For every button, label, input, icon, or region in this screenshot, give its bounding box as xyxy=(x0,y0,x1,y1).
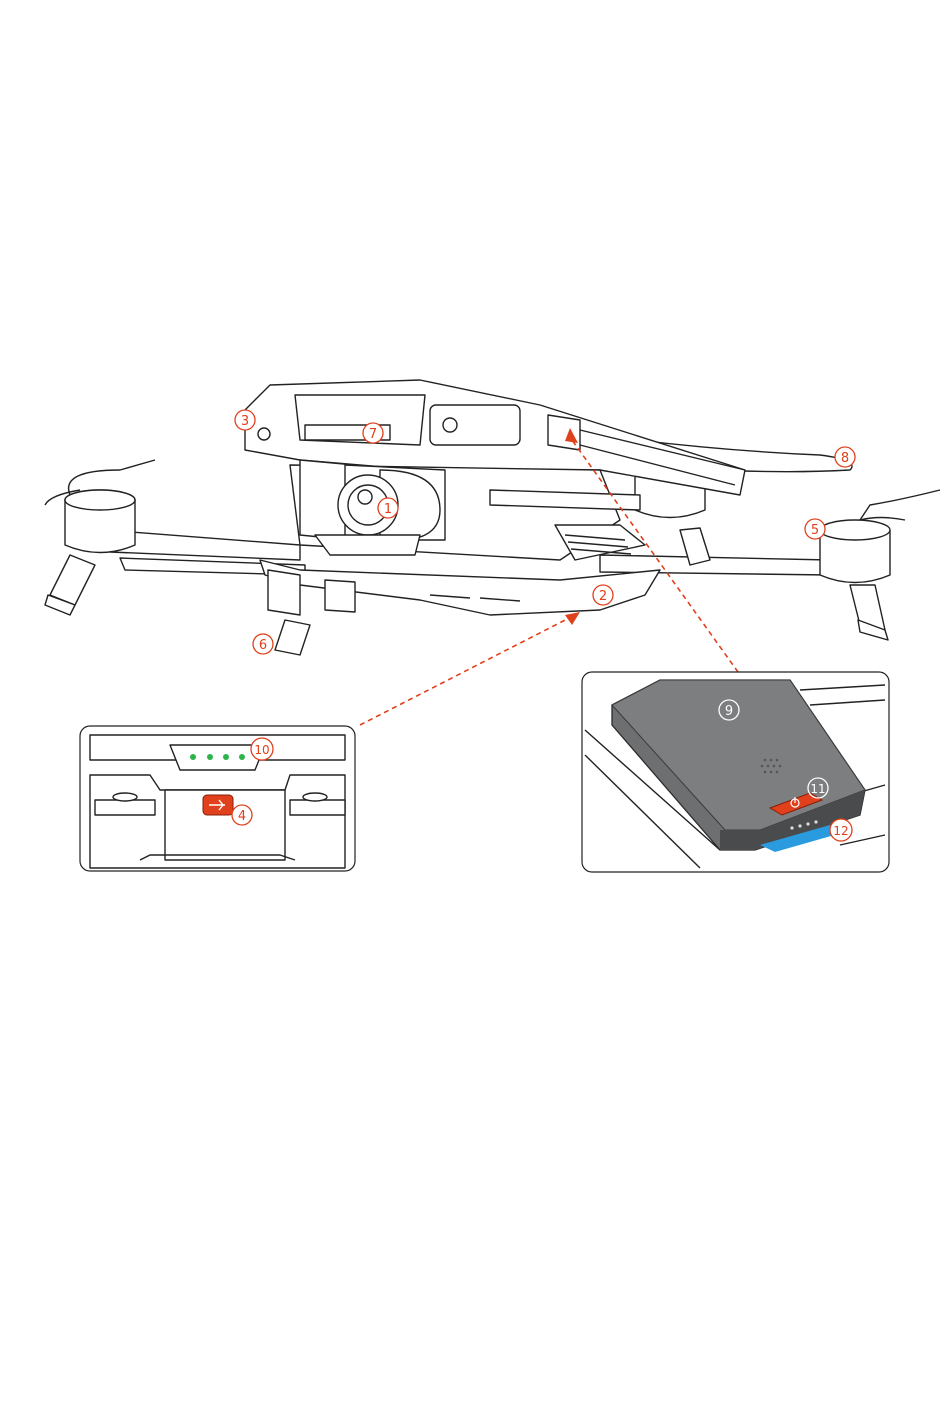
callout-10: 10 xyxy=(251,738,273,760)
callout-1: 1 xyxy=(378,498,398,518)
callout-8: 8 xyxy=(835,447,855,467)
svg-text:3: 3 xyxy=(241,414,249,429)
svg-text:1: 1 xyxy=(384,502,392,517)
svg-text:6: 6 xyxy=(259,638,267,653)
battery-rear-inset xyxy=(80,726,355,871)
drone-illustration xyxy=(45,380,940,655)
callout-7: 7 xyxy=(363,423,383,443)
callout-5: 5 xyxy=(805,519,825,539)
status-led xyxy=(239,754,245,760)
callout-4: 4 xyxy=(232,805,252,825)
svg-text:2: 2 xyxy=(599,589,607,604)
svg-text:4: 4 xyxy=(238,809,246,824)
svg-text:8: 8 xyxy=(841,451,849,466)
front-right-motor xyxy=(820,490,940,640)
status-led xyxy=(190,754,196,760)
svg-text:10: 10 xyxy=(254,743,269,757)
svg-text:9: 9 xyxy=(725,704,733,719)
status-led xyxy=(223,754,229,760)
callout-3: 3 xyxy=(235,410,255,430)
usb-icon xyxy=(203,795,233,815)
svg-text:11: 11 xyxy=(810,782,825,796)
callout-12: 12 xyxy=(830,819,852,841)
svg-text:12: 12 xyxy=(833,824,848,838)
status-led xyxy=(207,754,213,760)
callout-2: 2 xyxy=(593,585,613,605)
svg-text:7: 7 xyxy=(369,427,377,442)
svg-text:5: 5 xyxy=(811,523,819,538)
callout-6: 6 xyxy=(253,634,273,654)
